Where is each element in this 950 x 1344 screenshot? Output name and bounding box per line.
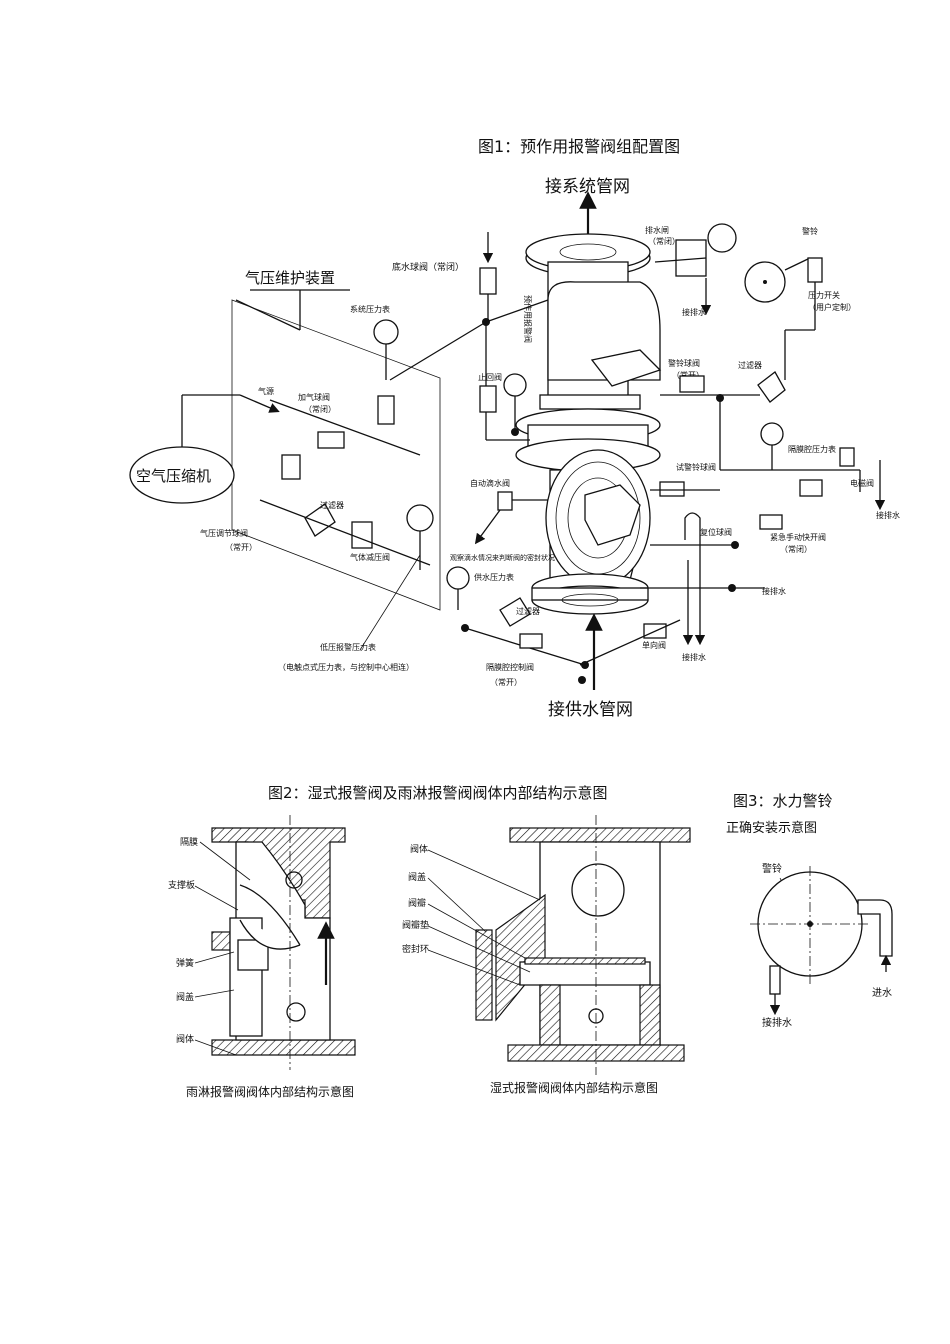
label-to-supply: 接供水管网 — [548, 700, 633, 720]
air-filter — [304, 503, 336, 537]
node-mid — [511, 428, 519, 436]
label-compressor: 空气压缩机 — [136, 467, 211, 485]
label-diaphragm-ctrl-note: （常开） — [490, 678, 522, 687]
bell-inlet-pipe — [857, 899, 893, 957]
low-alarm-gauge — [406, 504, 434, 532]
left-label-3: 弹簧 — [176, 957, 194, 969]
alarm-ball-valve — [679, 375, 705, 393]
label-diaphragm-ctrl-2: 单向阀 — [642, 640, 666, 650]
label-air-device: 气压维护装置 — [245, 269, 335, 287]
fig3-title: 图3：水力警铃 — [733, 792, 833, 810]
air-reducer — [351, 521, 373, 549]
label-solenoid: 电磁阀 — [850, 478, 874, 488]
label-sys-gauge: 系统压力表 — [350, 304, 390, 314]
auto-drain-valve — [497, 491, 513, 511]
right-label-5: 密封环 — [402, 943, 429, 955]
label-reset: 复位球阀 — [700, 527, 732, 537]
label-bell: 警铃 — [802, 226, 818, 236]
drain-valve-assembly — [654, 223, 737, 316]
label-filter: 过滤器 — [738, 360, 762, 370]
label-bottom-drain: 底水球阀（常闭） — [392, 261, 464, 273]
label-alarm-ball: 警铃球阀 — [668, 358, 700, 368]
label-diaphragm-ctrl: 隔膜腔控制阀 — [486, 662, 534, 672]
figure-2: 图2：湿式报警阀及雨淋报警阀阀体内部结构示意图 隔膜 支撑板 弹簧 阀盖 阀体 … — [168, 784, 691, 1099]
right-label-4: 阀瓣垫 — [402, 919, 429, 931]
label-low-alarm: 低压报警压力表 — [320, 642, 376, 652]
alarm-bell-assembly — [744, 257, 823, 380]
test-alarm-valve — [659, 481, 685, 497]
label-emergency-note: （常闭） — [780, 545, 812, 554]
emergency-valve — [759, 514, 783, 530]
main-valve-body — [515, 233, 662, 615]
left-label-4: 阀盖 — [176, 991, 194, 1003]
bell-center — [807, 921, 813, 927]
label-air-reducer: 气体减压阀 — [350, 552, 390, 562]
left-label-5: 阀体 — [176, 1033, 194, 1045]
supply-gauge — [446, 566, 470, 590]
label-air-filter: 过滤器 — [320, 500, 344, 510]
right-label-3: 阀瓣 — [408, 898, 426, 909]
label-small-note: 观察滴水情况来判断阀的密封状况 — [450, 553, 555, 562]
right-label-2: 阀盖 — [408, 871, 426, 883]
sys-gauge — [373, 319, 399, 345]
filter-right — [757, 371, 786, 403]
diaphragm-ctrl-valve — [519, 633, 543, 649]
label-add-air-note: （常闭） — [304, 405, 336, 414]
label-emergency: 紧急手动快开阀 — [770, 532, 826, 542]
right-caption: 湿式报警阀阀体内部结构示意图 — [490, 1080, 658, 1095]
diaphragm-gauge-assembly — [720, 422, 886, 511]
fig1-title: 图1：预作用报警阀组配置图 — [478, 137, 680, 156]
node-supply-2 — [581, 661, 589, 669]
add-air-valve — [317, 431, 345, 449]
air-maintenance-panel — [231, 289, 441, 611]
fig3-drain-label: 接排水 — [762, 1016, 792, 1029]
label-to-drain-1: 接排水 — [682, 307, 706, 317]
right-label-1: 阀体 — [410, 843, 428, 855]
label-air-source: 气源 — [258, 386, 274, 396]
fig2-title: 图2：湿式报警阀及雨淋报警阀阀体内部结构示意图 — [268, 784, 608, 802]
fig3-inlet-label: 进水 — [872, 987, 892, 999]
fig3-subtitle: 正确安装示意图 — [726, 820, 817, 836]
label-auto-drain: 自动滴水阀 — [470, 478, 510, 488]
left-caption: 雨淋报警阀阀体内部结构示意图 — [186, 1084, 354, 1099]
left-label-2: 支撑板 — [168, 879, 195, 891]
label-add-air: 加气球阀 — [298, 392, 330, 402]
label-valve-body: 预作用报警阀 — [523, 295, 533, 343]
label-low-alarm-note: （电触点式压力表，与控制中心相连） — [278, 662, 414, 672]
label-to-drain-3: 接排水 — [762, 586, 786, 596]
label-drain-valve: 排水闸 — [645, 225, 669, 235]
label-to-drain-2: 接排水 — [876, 510, 900, 520]
left-label-1: 隔膜 — [180, 837, 198, 848]
label-pressure-switch: 压力开关 — [808, 290, 840, 300]
figure-3: 图3：水力警铃 正确安装示意图 警铃 进水 接排水 — [726, 792, 893, 1029]
node-supply-3 — [578, 676, 586, 684]
label-pressure-reg-note: （常开） — [225, 543, 257, 552]
label-test-alarm: 试警铃球阀 — [676, 462, 716, 472]
pressure-reg-valve — [281, 454, 301, 480]
node-reset — [731, 541, 739, 549]
bell-drain-pipe — [769, 965, 781, 995]
label-to-drain-4: 接排水 — [682, 652, 706, 662]
label-supply-filter: 过滤器 — [516, 606, 540, 616]
label-pressure-reg: 气压调节球阀 — [200, 528, 248, 538]
figure-1: 图1：预作用报警阀组配置图 接系统管网 预作用报警阀 — [129, 137, 900, 720]
deluge-valve-section — [211, 815, 356, 1070]
check-valve — [479, 385, 497, 413]
label-supply-gauge: 供水压力表 — [474, 572, 514, 582]
label-check-valve: 止回阀 — [478, 372, 502, 382]
bottom-drain-valve — [479, 267, 497, 295]
label-pressure-switch-note: （用户定制） — [808, 302, 856, 312]
label-to-system: 接系统管网 — [545, 177, 630, 197]
supply-filter — [499, 597, 531, 627]
fig3-bell-label: 警铃 — [762, 862, 782, 875]
label-diaphragm-gauge: 隔膜腔压力表 — [788, 444, 836, 454]
supply-gauge-top — [503, 373, 527, 397]
check-valve-air — [377, 395, 395, 425]
label-drain-valve-note: （常闭） — [648, 237, 680, 246]
wet-valve-section — [475, 815, 691, 1075]
node-supply — [461, 624, 469, 632]
reset-loop — [684, 512, 701, 540]
